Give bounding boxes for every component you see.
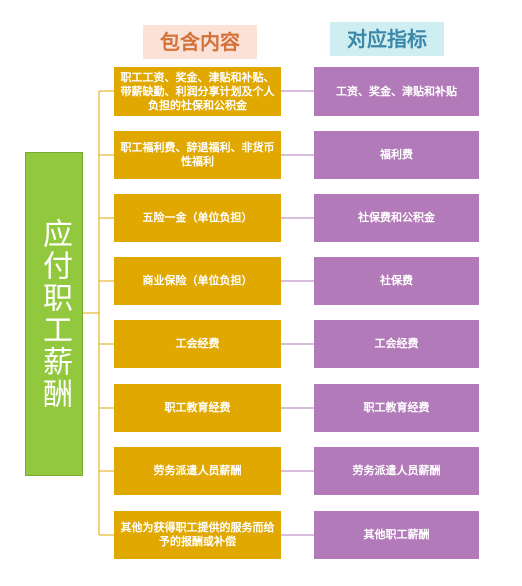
content-box-3: 五险一金（单位负担） [114, 194, 281, 242]
header-content: 包含内容 [143, 25, 257, 59]
header-indicator: 对应指标 [330, 22, 444, 56]
content-box-5: 工会经费 [114, 320, 281, 368]
content-box-8: 其他为获得职工提供的服务而给予的报酬或补偿 [114, 511, 281, 559]
content-box-4: 商业保险（单位负担） [114, 257, 281, 305]
content-box-1: 职工工资、奖金、津贴和补贴、带薪缺勤、利润分享计划及个人负担的社保和公积金 [114, 67, 281, 116]
indicator-box-5: 工会经费 [314, 320, 479, 368]
content-box-6: 职工教育经费 [114, 384, 281, 432]
content-box-7: 劳务派遣人员薪酬 [114, 447, 281, 495]
indicator-box-2: 福利费 [314, 131, 479, 179]
indicator-box-1: 工资、奖金、津贴和补贴 [314, 67, 479, 116]
indicator-box-8: 其他职工薪酬 [314, 511, 479, 559]
root-node: 应付职工薪酬 [25, 152, 83, 476]
indicator-box-6: 职工教育经费 [314, 384, 479, 432]
indicator-box-3: 社保费和公积金 [314, 194, 479, 242]
indicator-box-4: 社保费 [314, 257, 479, 305]
indicator-box-7: 劳务派遣人员薪酬 [314, 447, 479, 495]
root-label: 应付职工薪酬 [37, 218, 72, 410]
content-box-2: 职工福利费、辞退福利、非货币性福利 [114, 131, 281, 179]
